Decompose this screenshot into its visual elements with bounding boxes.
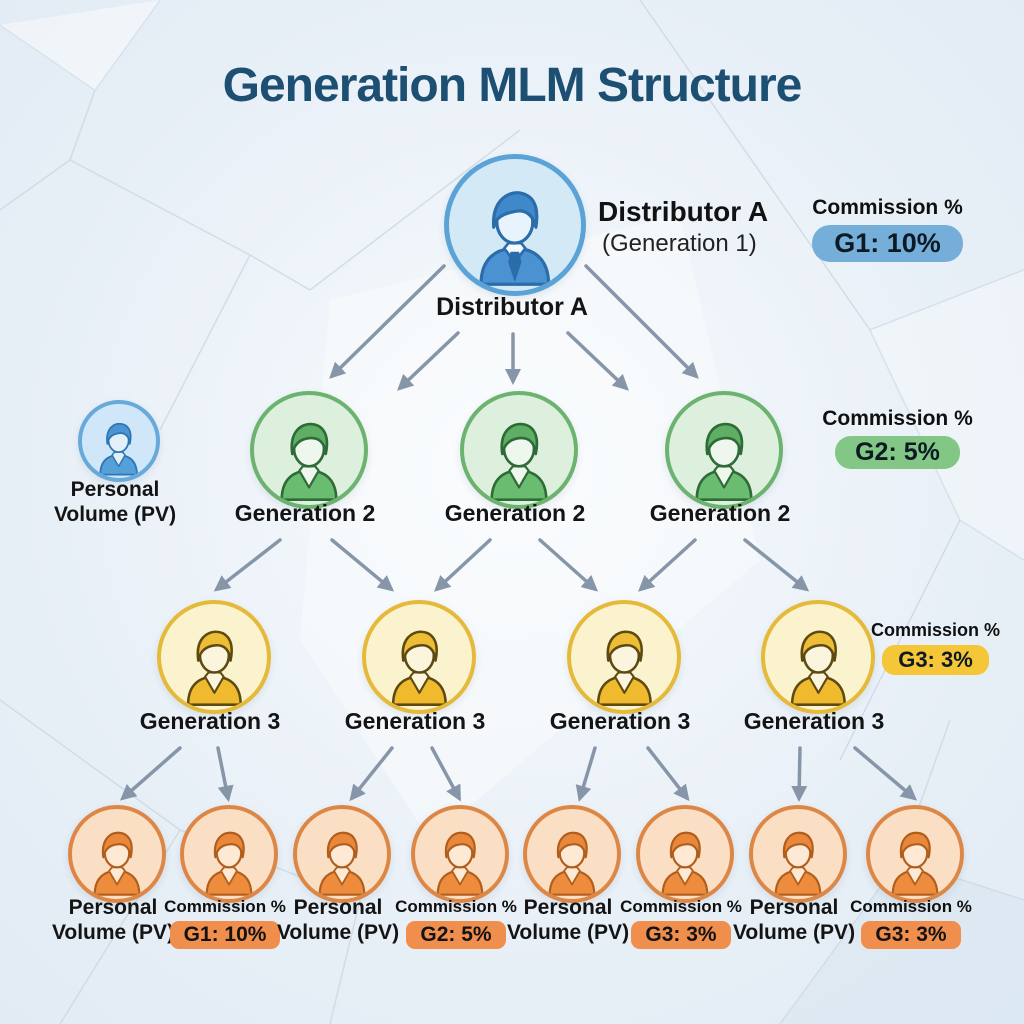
- leaf-commission-4: Commission % G3: 3%: [841, 895, 981, 949]
- leaf-commission-3: Commission % G3: 3%: [611, 895, 751, 949]
- personal-volume-label: Personal Volume (PV): [53, 478, 177, 526]
- root-caption: Distributor A: [436, 293, 588, 321]
- person-icon: [377, 625, 462, 710]
- person-icon: [265, 417, 353, 505]
- person-icon: [424, 827, 496, 899]
- gen3-node-4: [761, 600, 875, 714]
- leaf-pv-label-3: Personal Volume (PV): [506, 896, 630, 944]
- leaf-node-4: [411, 805, 509, 903]
- leaf-pill-g1: G1: 10%: [169, 921, 281, 949]
- person-icon: [680, 417, 768, 505]
- leaf-node-3: [293, 805, 391, 903]
- root-generation: (Generation 1): [602, 230, 757, 257]
- leaf-pv-label-2: Personal Volume (PV): [276, 896, 400, 944]
- leaf-node-7: [749, 805, 847, 903]
- gen3-node-2: [362, 600, 476, 714]
- leaf-node-8: [866, 805, 964, 903]
- gen2-node-3: [665, 391, 783, 509]
- leaf-node-2: [180, 805, 278, 903]
- leaf-pill-g3a: G3: 3%: [631, 921, 731, 949]
- commission-badge-g3: Commission % G3: 3%: [858, 620, 1013, 675]
- gen3-label-4: Generation 3: [743, 708, 885, 734]
- commission-badge-g1: Commission % G1: 10%: [800, 196, 975, 262]
- gen3-label-2: Generation 3: [344, 708, 486, 734]
- person-icon: [193, 827, 265, 899]
- commission-heading: Commission %: [822, 407, 973, 430]
- person-icon: [81, 827, 153, 899]
- commission-badge-g2: Commission % G2: 5%: [815, 407, 980, 469]
- personal-volume-node: [78, 400, 160, 482]
- leaf-pill-g2: G2: 5%: [406, 921, 506, 949]
- person-icon: [879, 827, 951, 899]
- root-node: [444, 154, 586, 296]
- person-icon: [776, 625, 861, 710]
- root-name-block: Distributor A (Generation 1): [598, 196, 828, 258]
- gen2-node-2: [460, 391, 578, 509]
- commission-heading: Commission %: [870, 620, 1001, 640]
- gen2-node-1: [250, 391, 368, 509]
- person-icon: [649, 827, 721, 899]
- gen3-label-1: Generation 3: [139, 708, 281, 734]
- gen2-label-3: Generation 2: [649, 500, 791, 526]
- person-icon: [89, 419, 148, 478]
- leaf-node-6: [636, 805, 734, 903]
- leaf-pill-g3b: G3: 3%: [861, 921, 961, 949]
- person-icon: [172, 625, 257, 710]
- commission-pill-g2: G2: 5%: [835, 436, 960, 469]
- person-icon: [536, 827, 608, 899]
- diagram-title: Generation MLM Structure: [222, 59, 803, 112]
- person-icon: [762, 827, 834, 899]
- leaf-commission-2: Commission % G2: 5%: [386, 895, 526, 949]
- gen3-node-1: [157, 600, 271, 714]
- arrows-gen3-to-leaves: [119, 746, 918, 803]
- gen2-label-1: Generation 2: [234, 500, 376, 526]
- gen2-label-2: Generation 2: [444, 500, 586, 526]
- leaf-node-5: [523, 805, 621, 903]
- commission-heading: Commission %: [812, 196, 963, 219]
- gen3-node-3: [567, 600, 681, 714]
- gen3-label-3: Generation 3: [549, 708, 691, 734]
- person-icon: [582, 625, 667, 710]
- leaf-commission-1: Commission % G1: 10%: [155, 895, 295, 949]
- leaf-node-1: [68, 805, 166, 903]
- person-icon: [306, 827, 378, 899]
- businessman-icon: [462, 185, 568, 291]
- leaf-pv-label-4: Personal Volume (PV): [732, 896, 856, 944]
- commission-pill-g3: G3: 3%: [882, 645, 989, 675]
- leaf-pv-label-1: Personal Volume (PV): [51, 896, 175, 944]
- person-icon: [475, 417, 563, 505]
- arrows-gen2-to-gen3: [213, 538, 810, 592]
- root-name: Distributor A: [598, 196, 769, 227]
- commission-pill-g1: G1: 10%: [812, 225, 963, 262]
